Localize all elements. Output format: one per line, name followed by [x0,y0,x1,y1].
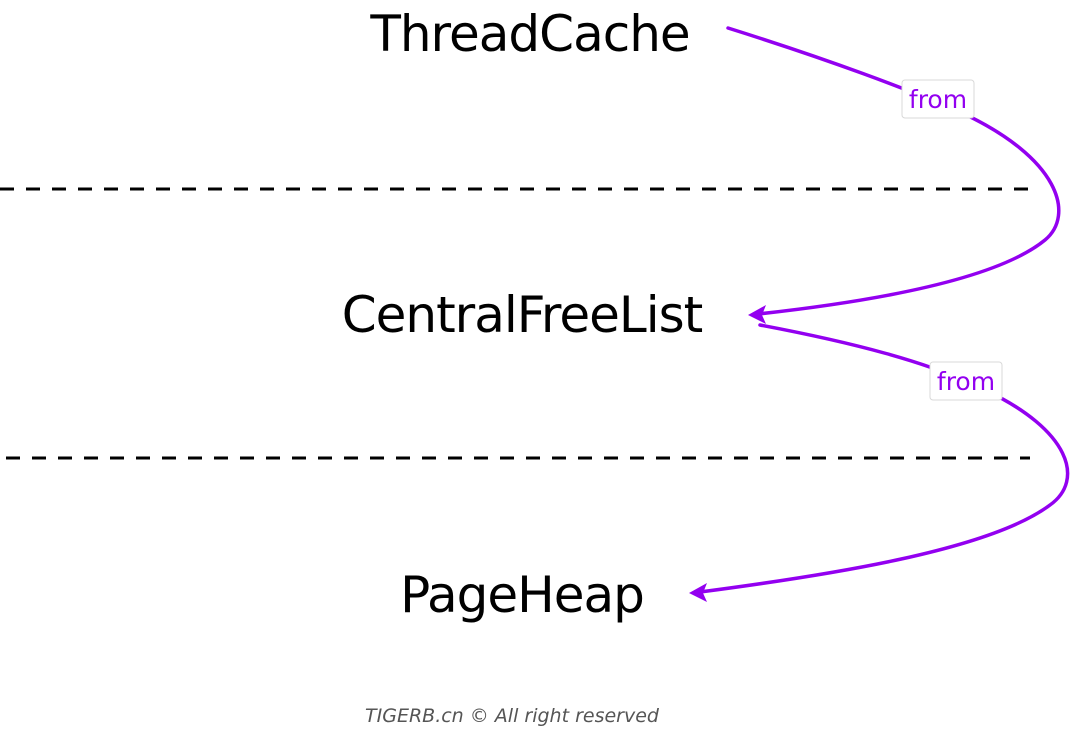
edge-2-path [698,323,1070,594]
edge-2-arrowhead [689,583,707,602]
edge-1-label-box [901,79,975,119]
edge-2-label-box [929,361,1003,401]
edge-threadcache-to-centralfreelist: from [726,26,1061,324]
edge-1-arrowhead [748,305,766,324]
node-page-heap: PageHeap [400,566,644,624]
edge-centralfreelist-to-pageheap: from [689,323,1070,602]
node-central-free-list: CentralFreeList [342,286,703,344]
edge-1-label: from [909,85,967,114]
edge-1-path [726,26,1061,316]
copyright-footer: TIGERB.cn © All right reserved [365,705,659,727]
edge-2-label: from [937,367,995,396]
node-thread-cache: ThreadCache [369,5,689,63]
